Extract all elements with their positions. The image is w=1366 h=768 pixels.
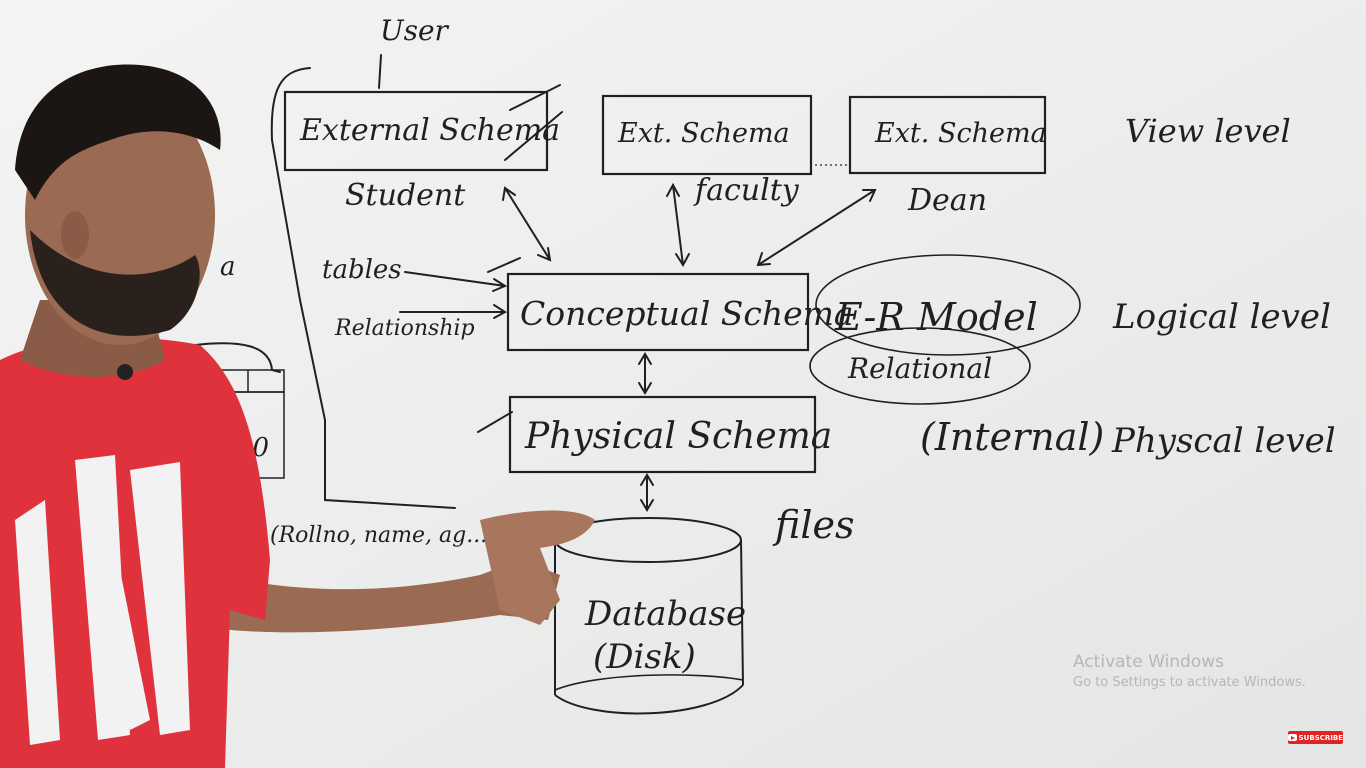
student-arrow-head-top <box>502 186 516 201</box>
shirt-print-stroke-1 <box>15 500 60 745</box>
student-arrow-head-bottom <box>537 247 552 262</box>
ext-schema-box-3 <box>848 95 1047 175</box>
disk-text: (Disk) <box>593 637 696 677</box>
internal-text: (Internal) <box>920 415 1104 459</box>
cp-arrow-head-top <box>638 352 652 365</box>
presenter-arm <box>170 560 560 633</box>
faculty-label: faculty <box>693 173 800 208</box>
dean-arrow-head-bottom <box>756 252 771 267</box>
presenter-hand <box>480 510 595 625</box>
tables-arrow-head <box>492 278 508 292</box>
activate-windows-watermark: Activate Windows Go to Settings to activ… <box>1073 652 1306 690</box>
youtube-play-icon <box>1288 734 1297 741</box>
ext-schema-text-2: Ext. Schema <box>617 118 790 149</box>
relationship-arrow-head <box>493 304 507 319</box>
er-model-oval <box>815 254 1081 356</box>
student-arrow <box>504 187 551 261</box>
student-label: Student <box>345 178 466 213</box>
ext-schema-box-2 <box>601 94 813 176</box>
physical-tick <box>477 411 513 433</box>
lapel-mic <box>117 364 133 380</box>
relational-text: Relational <box>847 352 992 385</box>
activate-windows-subtitle: Go to Settings to activate Windows. <box>1073 675 1306 690</box>
dean-arrow-head-top <box>862 189 877 202</box>
faculty-arrow <box>672 184 684 266</box>
shirt-print-stroke-3 <box>130 462 190 735</box>
external-schema-text: External Schema <box>299 113 560 148</box>
conceptual-schema-text: Conceptual Schema <box>520 294 854 333</box>
cp-arrow-head-bottom <box>638 382 652 395</box>
relational-oval <box>809 327 1031 405</box>
left-fragment-a: a <box>220 252 236 282</box>
faculty-arrow-head-bottom <box>675 253 690 267</box>
physical-schema-box <box>508 395 817 474</box>
tables-tick <box>487 257 521 273</box>
database-text: Database <box>584 594 746 634</box>
view-level-label: View level <box>1125 112 1291 150</box>
presenter-figure <box>0 64 595 768</box>
presenter-hair <box>15 64 221 200</box>
dean-label: Dean <box>907 183 987 218</box>
files-label: files <box>772 503 855 547</box>
pd-arrow-head-bottom <box>640 499 654 512</box>
strike-line-2 <box>504 111 563 161</box>
subscribe-button[interactable]: SUBSCRIBE <box>1288 731 1343 744</box>
tables-label: tables <box>322 255 402 285</box>
user-label: User <box>380 14 450 47</box>
left-fragment-roll: (Rollno, name, ag... <box>270 523 487 548</box>
conceptual-schema-box <box>506 272 810 352</box>
pd-arrow-head-top <box>640 473 654 486</box>
logical-level-label: Logical level <box>1112 297 1331 337</box>
faculty-arrow-head-top <box>666 182 680 197</box>
bracket-line <box>270 67 456 509</box>
relationship-label: Relationship <box>334 316 475 341</box>
subscribe-label: SUBSCRIBE <box>1298 733 1343 742</box>
physical-schema-text: Physical Schema <box>524 416 832 457</box>
strike-line-1 <box>509 84 561 111</box>
physical-level-label: Physcal level <box>1111 421 1336 461</box>
presenter-shirt <box>0 337 270 768</box>
shirt-print-stroke-2 <box>75 455 130 740</box>
dean-arrow <box>757 189 876 266</box>
user-connector-line <box>378 54 382 89</box>
presenter-ear <box>61 211 89 259</box>
external-schema-box <box>283 90 549 172</box>
tables-arrow <box>404 271 506 287</box>
shirt-print-diagonal <box>85 470 150 730</box>
activate-windows-title: Activate Windows <box>1073 652 1224 672</box>
left-fragment-paren <box>194 342 281 373</box>
ext-schema-text-3: Ext. Schema <box>874 118 1047 149</box>
presenter-beard <box>30 230 200 336</box>
